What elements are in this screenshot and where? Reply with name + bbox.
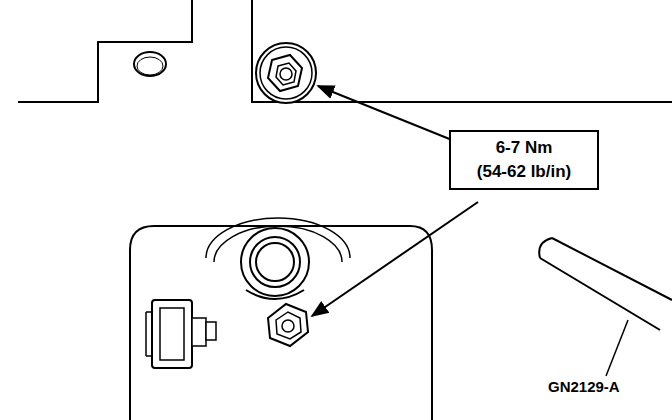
lower-housing	[130, 226, 432, 420]
bolt-boss	[256, 43, 316, 103]
torque-spec: (54-62 lb/in)	[461, 160, 587, 184]
hex-bolt-head	[268, 55, 302, 91]
bolt-centre	[282, 320, 294, 332]
port-skirt	[246, 290, 304, 299]
hex-bolt-face	[276, 312, 301, 339]
port-bore	[256, 243, 294, 281]
rod-end	[539, 238, 552, 258]
bolt-boss-ring	[260, 47, 312, 99]
connector-body	[192, 318, 206, 346]
mounting-hole-inner	[137, 57, 163, 75]
torque-callout-box: 6-7 Nm(54-62 lb/in)	[449, 130, 599, 190]
leader-arrow	[312, 202, 478, 316]
port-ring	[250, 237, 300, 287]
connector-pin	[206, 322, 216, 340]
bolt-centre	[280, 68, 292, 80]
plate-edge	[252, 0, 672, 102]
port-boss	[241, 228, 309, 296]
rod	[540, 238, 672, 330]
mounting-hole	[134, 52, 166, 76]
figure-number: GN2129-A	[548, 378, 620, 395]
upper-bracket	[18, 0, 192, 102]
torque-spec: 6-7 Nm	[461, 136, 587, 160]
leader-line	[606, 320, 628, 376]
electrical-connector	[152, 300, 192, 368]
connector-latch	[146, 312, 152, 356]
connector-face	[160, 308, 184, 360]
hex-bolt-face	[276, 63, 296, 85]
leader-arrow	[318, 86, 452, 140]
hex-bolt-head	[268, 304, 308, 346]
plate-edge-join	[252, 101, 258, 103]
